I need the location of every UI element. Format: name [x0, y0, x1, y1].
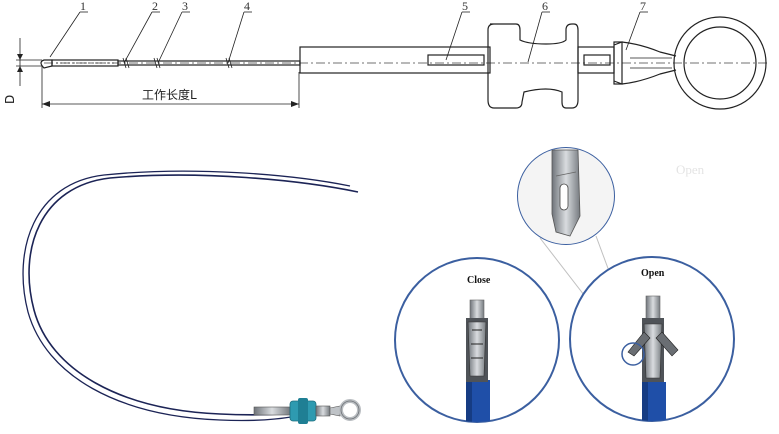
- faint-open-label: Open: [676, 162, 705, 177]
- part-label-4: 4: [244, 0, 250, 13]
- dimension-d-label: D: [3, 95, 17, 104]
- thumb-ring-inner: [683, 26, 757, 100]
- close-label: Close: [467, 275, 491, 286]
- technical-drawing: 1 2 3 4 5 6 7 D 工作长度L: [3, 0, 770, 110]
- thumb-ring-outer: [673, 16, 767, 110]
- part-label-6: 6: [542, 0, 548, 13]
- open-state-photo: Open: [569, 256, 735, 422]
- close-state-photo: Close: [394, 257, 560, 423]
- zoom-detail-photo: [517, 147, 615, 245]
- working-length-dimension: [41, 66, 300, 108]
- coiled-wire: [28, 174, 359, 416]
- part-label-1: 1: [80, 0, 86, 13]
- part-label-leaders: [49, 11, 648, 64]
- slider-spool: [487, 23, 579, 109]
- coiled-device-photo: [22, 170, 361, 424]
- open-label: Open: [641, 268, 665, 279]
- tip-jaw: [40, 59, 53, 69]
- zoom-marker-circle: [621, 342, 645, 366]
- working-length-label: 工作长度L: [142, 87, 197, 102]
- photo-handle-shaft: [253, 406, 291, 416]
- part-label-2: 2: [152, 0, 158, 13]
- handle-shaft: [299, 46, 491, 74]
- diameter-dimension: [16, 38, 42, 86]
- part-label-7: 7: [640, 0, 646, 13]
- part-label-5: 5: [462, 0, 468, 13]
- part-label-3: 3: [182, 0, 188, 13]
- slot: [427, 54, 485, 66]
